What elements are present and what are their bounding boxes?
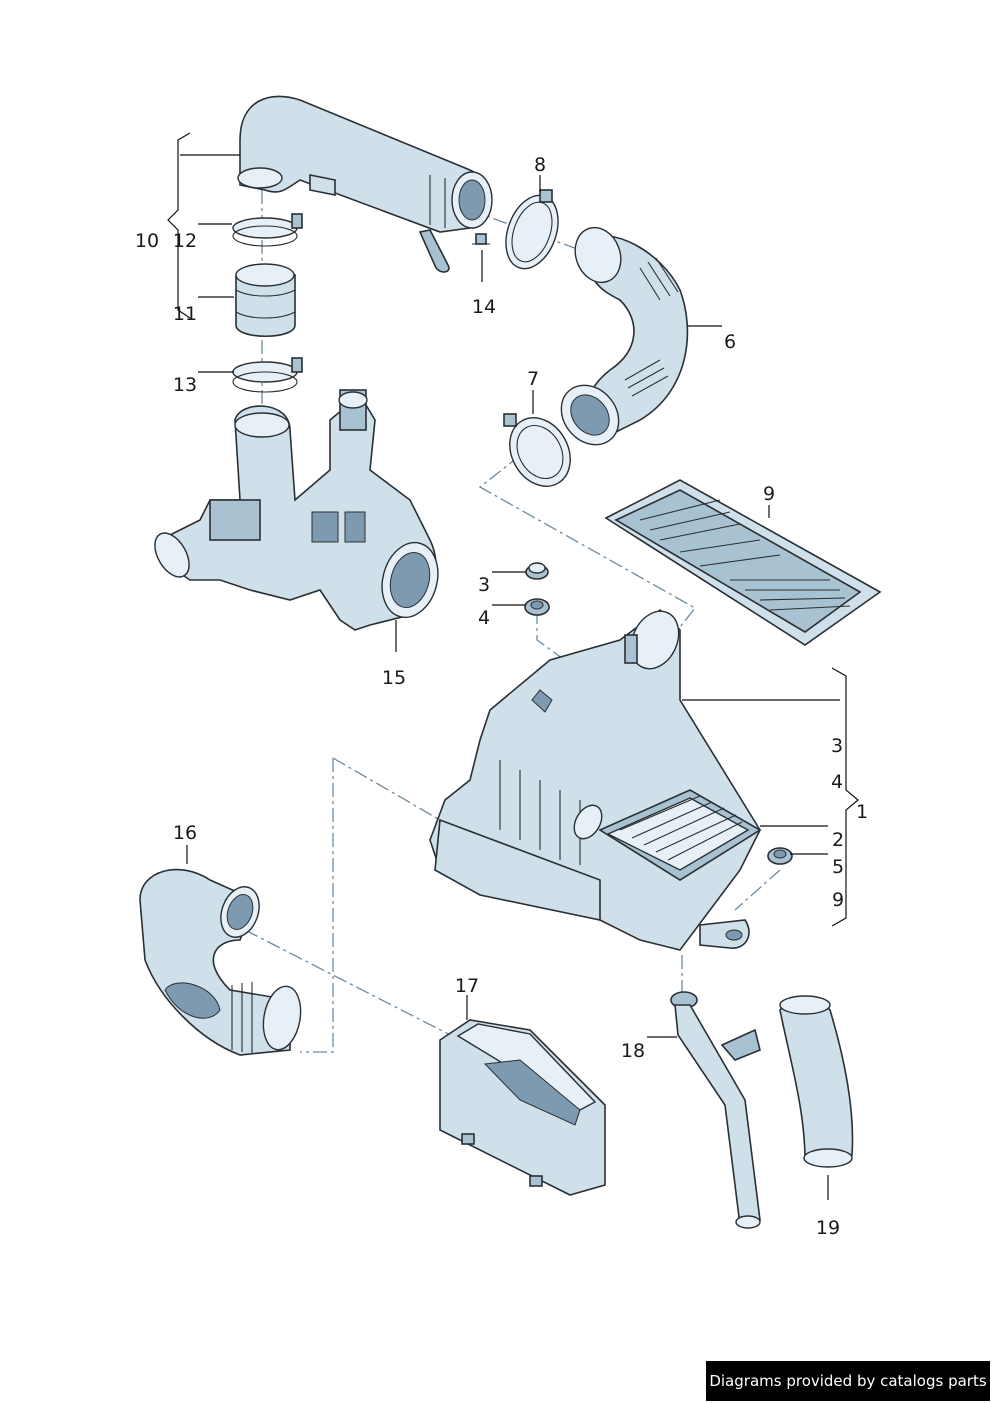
part-13-hose-clamp (232, 357, 303, 393)
part-14-screw (472, 233, 490, 245)
leader-lines (167, 132, 859, 1200)
part-12-hose-clamp (232, 213, 303, 247)
part-5-grommet (767, 847, 793, 865)
callout-11: 11 (173, 303, 197, 325)
part-10-intake-pipe (237, 95, 493, 273)
callout-3-top: 3 (478, 574, 490, 596)
callout-13: 13 (173, 374, 197, 396)
part-8-clamp (505, 189, 559, 270)
callout-12: 12 (173, 230, 197, 252)
part-3-grommet (525, 562, 549, 580)
part-19-hose (779, 995, 854, 1168)
callout-2: 2 (832, 829, 844, 851)
callout-4-right: 4 (831, 771, 843, 793)
callout-9-right: 9 (832, 889, 844, 911)
callout-6: 6 (724, 331, 736, 353)
callout-3-right: 3 (831, 735, 843, 757)
callout-5: 5 (832, 856, 844, 878)
part-1-air-filter-housing (429, 608, 762, 951)
callout-labels: 10 12 11 13 14 8 7 6 9 15 3 4 3 4 1 2 5 … (135, 154, 868, 1239)
part-11-coupling-sleeve (235, 263, 296, 338)
callout-1: 1 (856, 801, 868, 823)
part-17-intake-resonator (439, 1019, 606, 1196)
callout-8: 8 (534, 154, 546, 176)
callout-19: 19 (816, 1217, 840, 1239)
callout-14: 14 (472, 296, 496, 318)
part-15-throttle-housing (154, 389, 439, 631)
part-18-drain-hose (670, 991, 761, 1229)
callout-17: 17 (455, 975, 479, 997)
callout-4-top: 4 (478, 607, 490, 629)
part-4-bush (524, 598, 550, 616)
part-16-air-duct (139, 868, 302, 1056)
callout-7: 7 (527, 368, 539, 390)
part-7-clamp (503, 413, 571, 487)
callout-18: 18 (621, 1040, 645, 1062)
part-6-intake-hose (560, 226, 689, 446)
part-9-air-filter-element (604, 479, 882, 646)
credit-banner: Diagrams provided by catalogs parts (706, 1361, 990, 1401)
callout-16: 16 (173, 822, 197, 844)
callout-15: 15 (382, 667, 406, 689)
callout-9-top: 9 (763, 483, 775, 505)
callout-10: 10 (135, 230, 159, 252)
